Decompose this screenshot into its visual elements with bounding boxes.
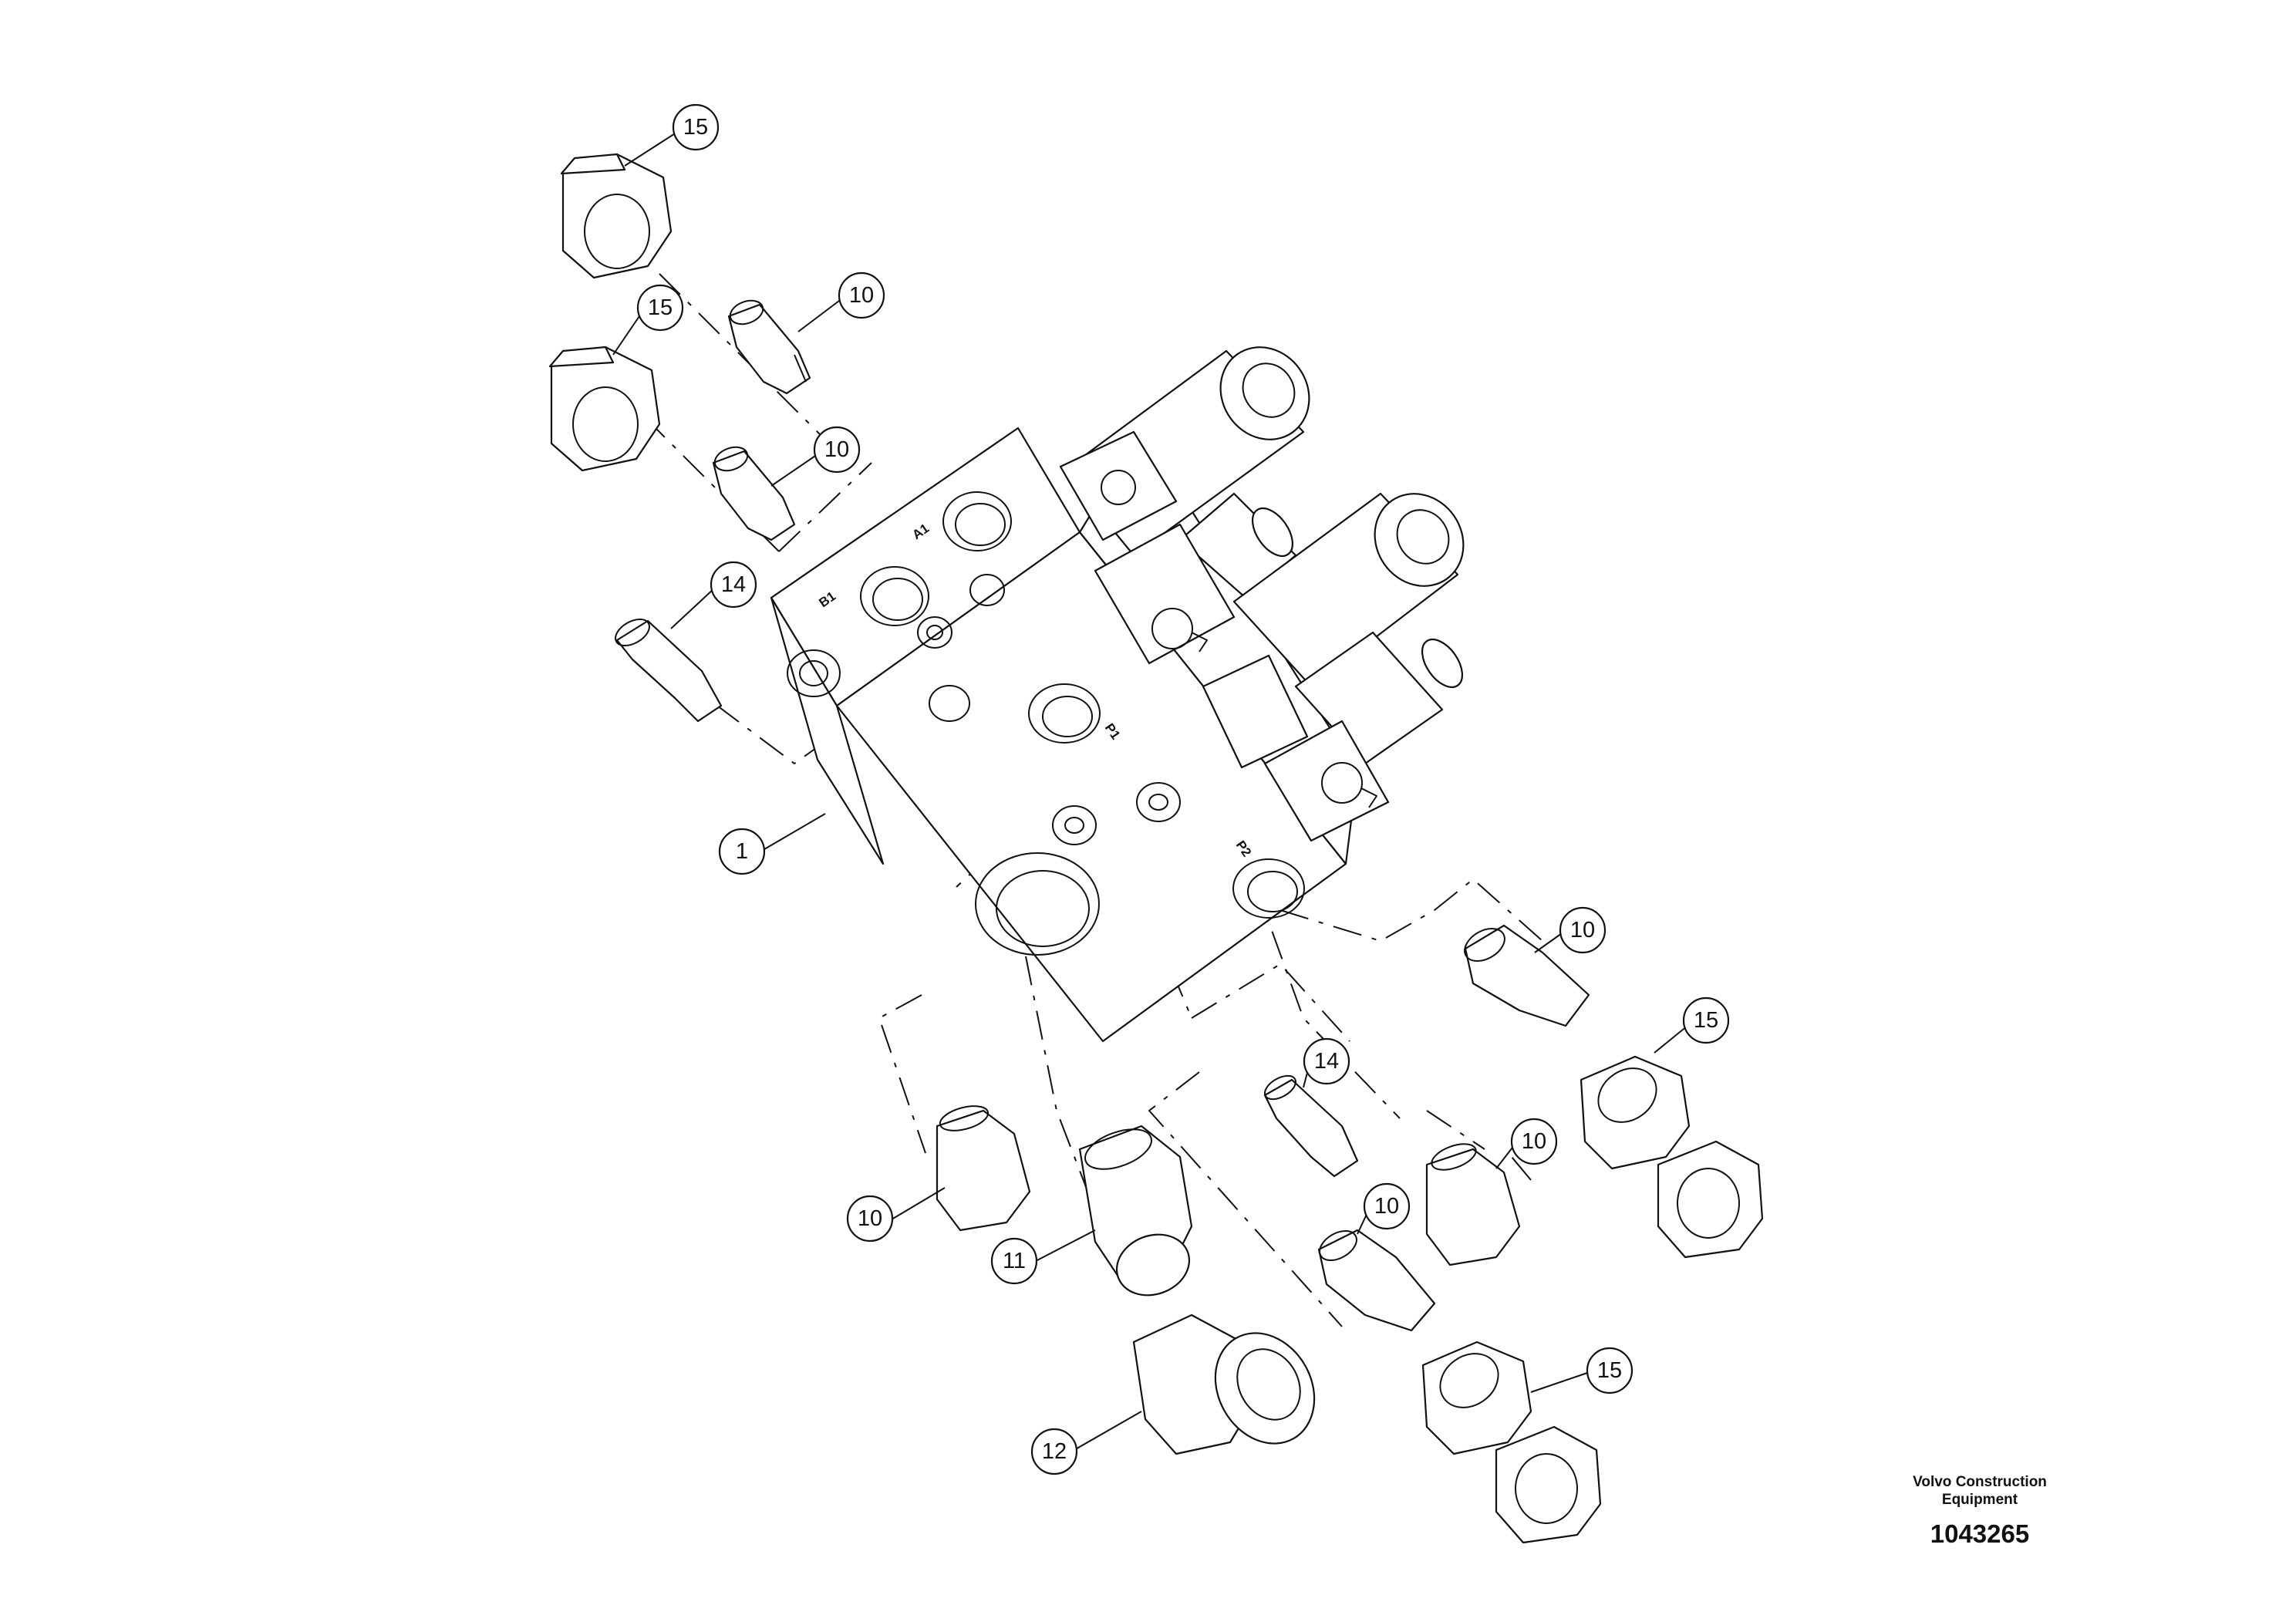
port-a1 bbox=[942, 491, 1012, 551]
solenoid-lower bbox=[1202, 492, 1465, 842]
callout-11: 11 bbox=[990, 1237, 1038, 1285]
callout-label: 15 bbox=[648, 295, 673, 320]
callout-15-c: 15 bbox=[1682, 996, 1730, 1044]
fitting-10-top-1 bbox=[727, 299, 811, 395]
port-b1 bbox=[860, 566, 929, 626]
fitting-10-right-upper bbox=[1464, 924, 1590, 1027]
callout-15-a: 15 bbox=[672, 103, 720, 151]
callout-label: 15 bbox=[683, 115, 708, 140]
callout-label: 10 bbox=[824, 437, 849, 462]
nut-15-top-1 bbox=[560, 153, 673, 279]
drawing-number: 1043265 bbox=[1930, 1519, 2030, 1548]
elbow-12 bbox=[1132, 1313, 1316, 1455]
leader-lines bbox=[612, 129, 1688, 1452]
callout-label: 15 bbox=[1597, 1358, 1622, 1383]
callout-label: 14 bbox=[1314, 1049, 1339, 1074]
callout-label: 10 bbox=[1570, 918, 1595, 943]
callout-15-b: 15 bbox=[636, 284, 684, 332]
solenoid-upper bbox=[1059, 346, 1310, 665]
brand-line-2: Equipment bbox=[1941, 1492, 2018, 1508]
callout-label: 10 bbox=[1374, 1194, 1399, 1219]
port-p1 bbox=[1028, 683, 1101, 744]
callout-14-b: 14 bbox=[1303, 1037, 1350, 1085]
callout-10-b: 10 bbox=[813, 426, 861, 474]
elbow-15-right-upper bbox=[1580, 1055, 1764, 1259]
port-p2 bbox=[1232, 858, 1305, 919]
callout-label: 1 bbox=[736, 839, 748, 864]
callout-10-f: 10 bbox=[846, 1195, 894, 1243]
plug-14-lower bbox=[1263, 1074, 1359, 1178]
callout-10-e: 10 bbox=[1363, 1182, 1411, 1230]
callout-label: 12 bbox=[1042, 1439, 1067, 1464]
plug-14-left bbox=[615, 618, 723, 723]
callout-label: 15 bbox=[1694, 1008, 1718, 1033]
nut-15-top-2 bbox=[548, 346, 661, 472]
callout-label: 14 bbox=[721, 572, 746, 597]
callout-15-d: 15 bbox=[1586, 1347, 1633, 1394]
elbow-15-lower bbox=[1421, 1340, 1602, 1544]
callout-label: 10 bbox=[849, 283, 874, 308]
fitting-10-top-2 bbox=[712, 446, 796, 541]
brand-block: Volvo Construction Equipment 1043265 bbox=[1864, 1473, 2095, 1549]
callout-12: 12 bbox=[1030, 1428, 1078, 1475]
fitting-10-lower-left bbox=[936, 1105, 1031, 1232]
plug-11 bbox=[1078, 1125, 1193, 1297]
callout-label: 10 bbox=[1522, 1129, 1546, 1154]
brand-line-1: Volvo Construction bbox=[1913, 1474, 2047, 1490]
callout-label: 10 bbox=[858, 1206, 882, 1231]
callout-10-c: 10 bbox=[1559, 906, 1607, 954]
callout-10-a: 10 bbox=[838, 271, 885, 319]
callout-1: 1 bbox=[718, 828, 766, 875]
callout-label: 11 bbox=[1003, 1249, 1026, 1273]
fitting-10-lower-center bbox=[1317, 1229, 1436, 1332]
callout-14-a: 14 bbox=[710, 561, 757, 609]
fitting-10-right-lower bbox=[1425, 1143, 1521, 1266]
callout-10-d: 10 bbox=[1510, 1118, 1558, 1165]
